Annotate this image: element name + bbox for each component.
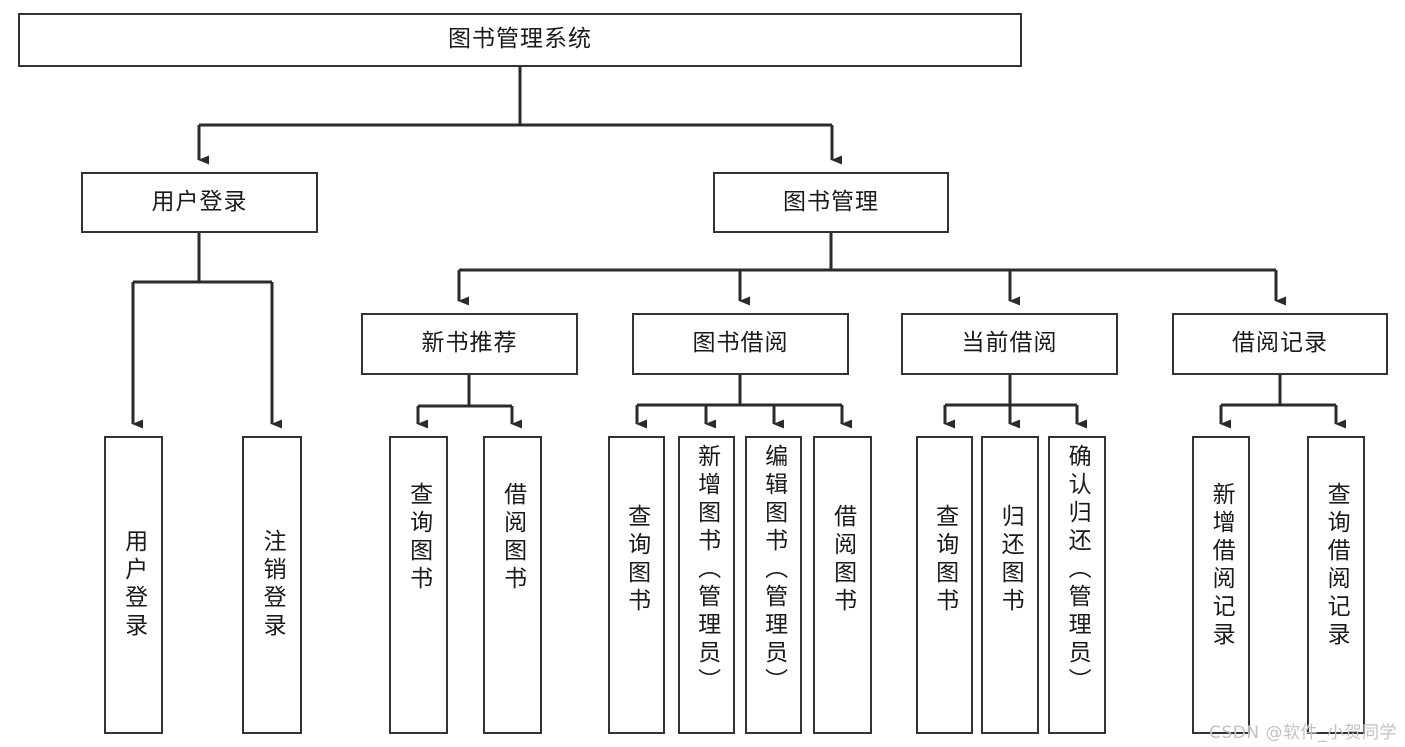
- leaf-label: 查询图书: [405, 482, 432, 594]
- leaf-label: 注销登录: [259, 529, 286, 641]
- leaf-logout-login[interactable]: 注销登录: [242, 436, 302, 734]
- leaf-add-book[interactable]: 新增图书（管理员）: [678, 436, 735, 734]
- node-label: 图书借阅: [692, 330, 789, 357]
- leaf-label: 借阅图书: [499, 482, 526, 594]
- node-book-borrow[interactable]: 图书借阅: [632, 313, 849, 375]
- node-new-book-recommend[interactable]: 新书推荐: [361, 313, 578, 375]
- node-label: 借阅记录: [1232, 330, 1328, 357]
- leaf-label: 编辑图书（管理员）: [760, 444, 787, 696]
- node-label: 用户登录: [151, 188, 248, 215]
- node-current-borrow[interactable]: 当前借阅: [901, 313, 1118, 375]
- leaf-label: 新增图书（管理员）: [693, 444, 720, 696]
- leaf-label: 确认归还（管理员）: [1064, 444, 1091, 696]
- leaf-borrow-book-recommend[interactable]: 借阅图书: [483, 436, 542, 734]
- leaf-user-login[interactable]: 用户登录: [104, 436, 163, 734]
- leaf-label: 借阅图书: [829, 504, 856, 616]
- leaf-label: 查询图书: [623, 504, 650, 616]
- leaf-add-borrow-record[interactable]: 新增借阅记录: [1192, 436, 1250, 734]
- node-label: 图书管理系统: [448, 26, 592, 53]
- csdn-watermark: CSDN @软件_小贺同学: [1209, 723, 1397, 743]
- node-label: 当前借阅: [961, 330, 1058, 357]
- leaf-return-book[interactable]: 归还图书: [981, 436, 1039, 734]
- node-label: 新书推荐: [421, 330, 518, 357]
- node-borrow-record[interactable]: 借阅记录: [1172, 313, 1388, 375]
- leaf-label: 用户登录: [120, 529, 147, 641]
- leaf-label: 归还图书: [997, 504, 1024, 616]
- node-label: 图书管理: [783, 188, 879, 215]
- node-root-system[interactable]: 图书管理系统: [18, 13, 1022, 67]
- leaf-confirm-return[interactable]: 确认归还（管理员）: [1048, 436, 1106, 734]
- node-book-manage[interactable]: 图书管理: [713, 172, 949, 233]
- leaf-query-book-borrow[interactable]: 查询图书: [608, 436, 665, 734]
- leaf-query-borrow-record[interactable]: 查询借阅记录: [1307, 436, 1365, 734]
- leaf-label: 查询图书: [931, 504, 958, 616]
- leaf-label: 新增借阅记录: [1208, 482, 1235, 650]
- leaf-borrow-book[interactable]: 借阅图书: [813, 436, 872, 734]
- node-user-login[interactable]: 用户登录: [81, 172, 318, 233]
- leaf-query-book-recommend[interactable]: 查询图书: [389, 436, 448, 734]
- leaf-query-book-current[interactable]: 查询图书: [916, 436, 973, 734]
- leaf-edit-book[interactable]: 编辑图书（管理员）: [745, 436, 802, 734]
- leaf-label: 查询借阅记录: [1323, 482, 1350, 650]
